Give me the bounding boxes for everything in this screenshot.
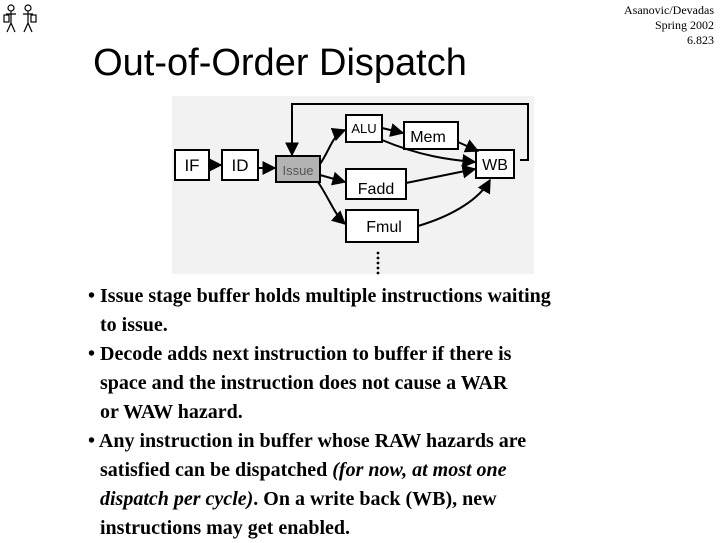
bullet-3-line-2: satisfied can be dispatched (for now, at… <box>88 456 688 485</box>
bullet-3-line-1: • Any instruction in buffer whose RAW ha… <box>88 430 527 452</box>
course-logo <box>3 4 37 33</box>
bullet-3-line-2-text: satisfied can be dispatched <box>100 459 333 481</box>
id-stage-box <box>221 149 259 181</box>
header-term: Spring 2002 <box>654 18 714 32</box>
bullet-2-line-2: space and the instruction does not cause… <box>100 372 508 394</box>
bullet-3-line-3: dispatch per cycle). On a write back (WB… <box>88 485 688 514</box>
bullet-3-line-3-text: . On a write back (WB), new <box>253 488 497 510</box>
bullet-1-line-2: to issue. <box>100 314 168 336</box>
fadd-unit-box <box>345 168 407 200</box>
id-label: ID <box>232 156 249 175</box>
issue-to-alu-arrow <box>319 128 347 165</box>
bullet-3-line-3-emphasis: dispatch per cycle) <box>100 488 254 510</box>
bullet-list: • Issue stage buffer holds multiple inst… <box>88 282 688 543</box>
if-stage-box <box>174 149 210 181</box>
slide-title: Out-of-Order Dispatch <box>93 42 467 84</box>
alu-to-mem-arrow <box>381 123 405 137</box>
fmul-label: Fmul <box>366 219 402 236</box>
bullet-2-line-1: • Decode adds next instruction to buffer… <box>88 343 512 365</box>
alu-to-wb-arrow <box>381 139 477 168</box>
course-header: Asanovic/Devadas Spring 2002 6.823 <box>624 3 714 48</box>
wb-label: WB <box>482 157 508 174</box>
bullet-2-line-3: or WAW hazard. <box>100 401 243 423</box>
wb-feedback-arrow <box>285 103 529 161</box>
issue-label: Issue <box>282 163 313 178</box>
mem-to-wb-arrow <box>457 139 480 153</box>
fadd-label: Fadd <box>358 181 394 198</box>
header-authors: Asanovic/Devadas <box>624 3 714 17</box>
alu-label: ALU <box>351 121 376 136</box>
wb-stage-box <box>475 149 515 179</box>
fmul-to-wb-arrow <box>417 178 491 227</box>
bullet-3-line-4: instructions may get enabled. <box>100 517 350 539</box>
issue-to-fmul-arrow <box>317 181 347 225</box>
bullet-1-line-1: • Issue stage buffer holds multiple inst… <box>88 285 551 307</box>
fadd-to-wb-arrow <box>405 164 477 184</box>
bullet-3-line-2-emphasis: (for now, at most one <box>332 459 507 481</box>
more-units-dots <box>376 251 380 275</box>
header-course: 6.823 <box>687 33 714 47</box>
if-label: IF <box>184 156 199 175</box>
mem-label: Mem <box>410 129 446 146</box>
issue-to-fadd-arrow <box>319 171 347 186</box>
